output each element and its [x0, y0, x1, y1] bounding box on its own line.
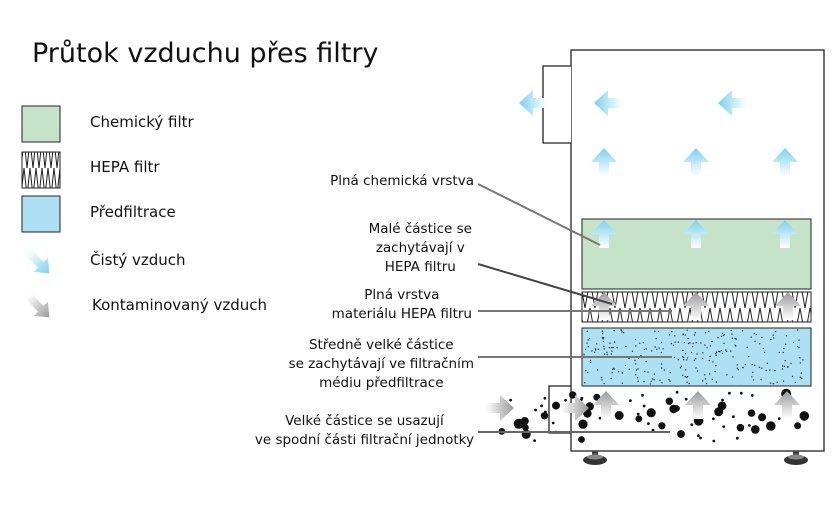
legend-contaminated-air-label: Kontaminovaný vzduch [92, 296, 268, 314]
legend-prefilter-label: Předfiltrace [90, 203, 176, 221]
legend-hepa-swatch [21, 151, 61, 189]
legend-contaminated-air-icon [25, 293, 50, 318]
contaminated-air-up-arrow [774, 391, 800, 419]
legend-chemical-swatch [21, 105, 61, 143]
annotation-chemical-layer: Plná chemická vrstva [330, 173, 474, 189]
clean-air-outflow-arrow [718, 90, 746, 116]
annotation-small-particles: Malé částice se zachytávají v HEPA filtr… [368, 221, 472, 275]
annotation-hepa-material: Plná vrstva materiálu HEPA filtru [331, 287, 472, 322]
page-title: Průtok vzduchu přes filtry [32, 38, 379, 69]
contaminated-air-up-arrow [683, 292, 709, 320]
outlet-housing [542, 65, 571, 144]
legend-clean-air-icon [25, 249, 50, 274]
contaminated-air-up-arrow [593, 391, 619, 419]
legend-clean-air-label: Čistý vzduch [90, 251, 186, 269]
legend-prefilter-swatch [21, 195, 61, 233]
contaminated-air-up-arrow [775, 292, 801, 320]
clean-air-up-arrow [683, 148, 709, 176]
legend-hepa-label: HEPA filtr [90, 158, 160, 176]
clean-air-up-arrow [591, 220, 617, 248]
clean-air-outflow-arrow [594, 90, 622, 116]
contaminated-air-up-arrow [685, 391, 711, 419]
clean-air-up-arrow [772, 148, 798, 176]
right-foot [784, 451, 808, 465]
clean-air-outflow-arrow [519, 90, 547, 116]
leader-chemical-layer [477, 183, 601, 246]
annotation-large-particles: Velké částice se usazují ve spodní části… [254, 413, 474, 448]
clean-air-up-arrow [683, 220, 709, 248]
contaminated-air-inflow-arrow [486, 395, 514, 421]
leader-small-particles [477, 263, 613, 305]
legend-chemical-label: Chemický filtr [90, 113, 194, 131]
contaminated-air-inflow-arrow [561, 395, 589, 421]
clean-air-up-arrow [591, 148, 617, 176]
clean-air-up-arrow [772, 220, 798, 248]
annotation-medium-particles: Středně velké částice se zachytávají ve … [288, 337, 474, 391]
left-foot [583, 451, 607, 465]
